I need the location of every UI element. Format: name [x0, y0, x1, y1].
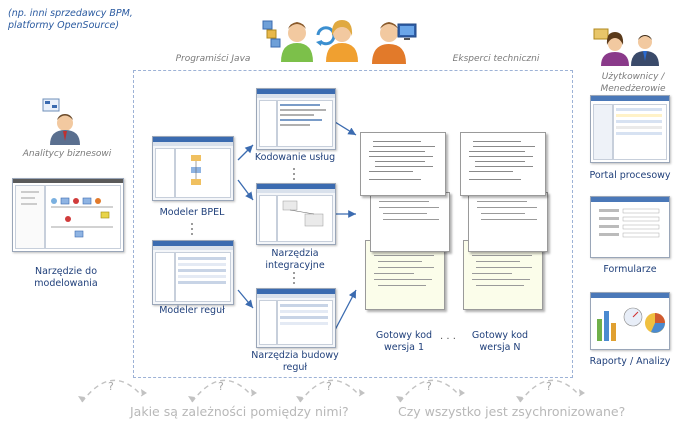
- dependencies-question: Jakie są zależności pomiędzy nimi?: [130, 404, 349, 419]
- java-programmers-label: Programiści Java: [175, 54, 251, 64]
- analysts-label: Analitycy biznesowi: [22, 149, 112, 159]
- arrow-coding-to-code: [334, 121, 357, 136]
- vendors-note-line2: platformy OpenSource): [8, 20, 120, 31]
- code-vn-line2: wersja N: [479, 342, 521, 353]
- tech-experts-label: Eksperci techniczni: [452, 54, 540, 64]
- bpel-modeler-label: Modeler BPEL: [159, 207, 225, 218]
- rule-building-tools-label: Narzędzia budowy reguł: [240, 350, 350, 374]
- code-page-v1-services: [360, 132, 446, 196]
- code-page-vn-integration: [468, 192, 548, 252]
- versions-ellipsis: · · ·: [440, 334, 456, 345]
- code-page-v1-integration: [370, 192, 450, 252]
- users-managers-avatar-icon: [593, 28, 659, 66]
- technical-area-frame: [133, 70, 573, 378]
- analyst-avatar-icon: [42, 98, 80, 145]
- rule-building-line1: Narzędzia budowy: [251, 350, 339, 361]
- reports-label: Raporty / Analizy: [589, 356, 671, 367]
- technical-expert-avatar-icon: [372, 22, 406, 64]
- users-label-line2: Menedżerowie: [600, 84, 666, 94]
- rule-building-line2: reguł: [282, 362, 308, 373]
- arrow-bpel-to-coding: [237, 144, 254, 161]
- process-icon-left: [262, 20, 281, 48]
- integration-tools-line1: Narzędzia: [271, 248, 319, 259]
- code-v1-line2: wersja 1: [384, 342, 424, 353]
- modeling-tool-screenshot: [12, 178, 124, 252]
- rule-building-tools-screenshot: [256, 288, 336, 348]
- code-version-n-label: Gotowy kod wersja N: [452, 330, 548, 354]
- process-portal-screenshot: [590, 95, 670, 163]
- forms-screenshot: [590, 196, 670, 258]
- modeling-tool-label: Narzędzie do modelowania: [10, 266, 122, 290]
- code-v1-line1: Gotowy kod: [375, 330, 433, 341]
- service-coding-screenshot: [256, 88, 336, 150]
- question-arc-5: [519, 379, 581, 403]
- question-mark-3: ?: [326, 380, 332, 393]
- integration-tools-line2: integracyjne: [265, 260, 325, 271]
- question-arc-3: [299, 379, 361, 403]
- monitor-icon: [397, 23, 417, 40]
- code-version-1-label: Gotowy kod wersja 1: [356, 330, 452, 354]
- users-label-line1: Użytkownicy /: [601, 72, 665, 82]
- developer-woman-avatar-icon: [326, 20, 358, 62]
- arrow-bpel-to-integration: [237, 179, 254, 201]
- service-coding-label: Kodowanie usług: [254, 152, 336, 163]
- question-arc-1: [81, 379, 143, 403]
- rules-modeler-label: Modeler reguł: [159, 305, 225, 316]
- question-mark-1: ?: [108, 380, 114, 393]
- question-mark-5: ?: [546, 380, 552, 393]
- forms-label: Formularze: [603, 264, 657, 275]
- synchronization-question: Czy wszystko jest zsychronizowane?: [398, 404, 626, 419]
- reports-screenshot: [590, 292, 670, 350]
- developer-avatar-icon: [281, 22, 313, 62]
- integration-tools-screenshot: [256, 183, 336, 245]
- process-portal-label: Portal procesowy: [589, 170, 671, 181]
- modeling-tool-line1: Narzędzie do: [34, 266, 98, 277]
- question-arc-2: [191, 379, 253, 403]
- users-managers-label: Użytkownicy / Menedżerowie: [593, 71, 673, 95]
- question-arc-4: [399, 379, 461, 403]
- question-mark-4: ?: [426, 380, 432, 393]
- integration-tools-label: Narzędzia integracyjne: [246, 248, 344, 272]
- refresh-icon: [316, 26, 336, 46]
- vendors-note: (np. inni sprzedawcy BPM, platformy Open…: [8, 8, 133, 32]
- modeling-tool-line2: modelowania: [34, 278, 98, 289]
- bpel-modeler-screenshot: [152, 136, 234, 201]
- code-vn-line1: Gotowy kod: [471, 330, 529, 341]
- vendors-note-line1: (np. inni sprzedawcy BPM,: [8, 8, 133, 19]
- code-page-vn-services: [460, 132, 546, 196]
- arrow-rules-to-build: [237, 289, 254, 309]
- rules-modeler-screenshot: [152, 240, 234, 305]
- question-mark-2: ?: [218, 380, 224, 393]
- arrow-build-to-code: [334, 289, 357, 331]
